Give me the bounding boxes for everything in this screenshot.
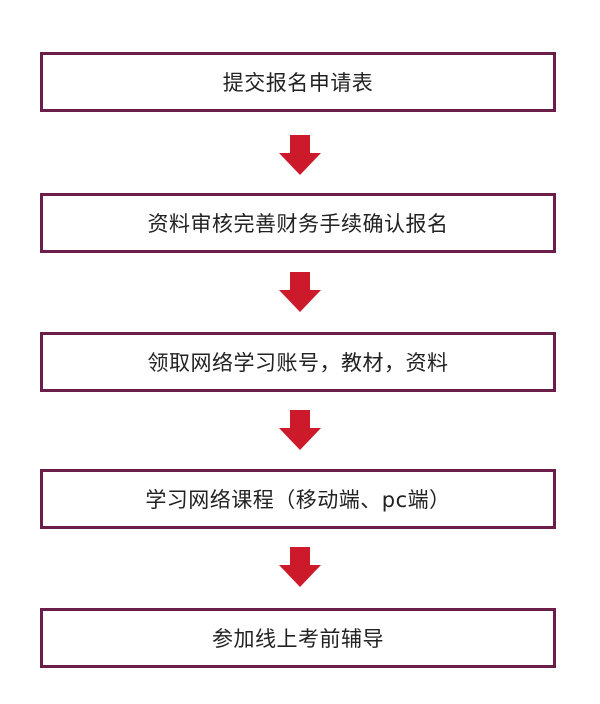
down-arrow-icon (279, 547, 321, 587)
down-arrow-icon (279, 135, 321, 175)
step-label-2: 资料审核完善财务手续确认报名 (147, 212, 449, 236)
down-arrow-icon (279, 410, 321, 450)
step-box-5: 参加线上考前辅导 (40, 608, 556, 668)
down-arrow-icon (279, 272, 321, 312)
step-label-4: 学习网络课程（移动端、pc端） (145, 488, 451, 512)
step-box-1: 提交报名申请表 (40, 52, 556, 112)
step-label-3: 领取网络学习账号，教材，资料 (147, 351, 449, 375)
step-box-3: 领取网络学习账号，教材，资料 (40, 332, 556, 392)
step-box-2: 资料审核完善财务手续确认报名 (40, 193, 556, 253)
step-label-5: 参加线上考前辅导 (212, 627, 384, 651)
step-box-4: 学习网络课程（移动端、pc端） (40, 469, 556, 529)
step-label-1: 提交报名申请表 (222, 71, 374, 95)
